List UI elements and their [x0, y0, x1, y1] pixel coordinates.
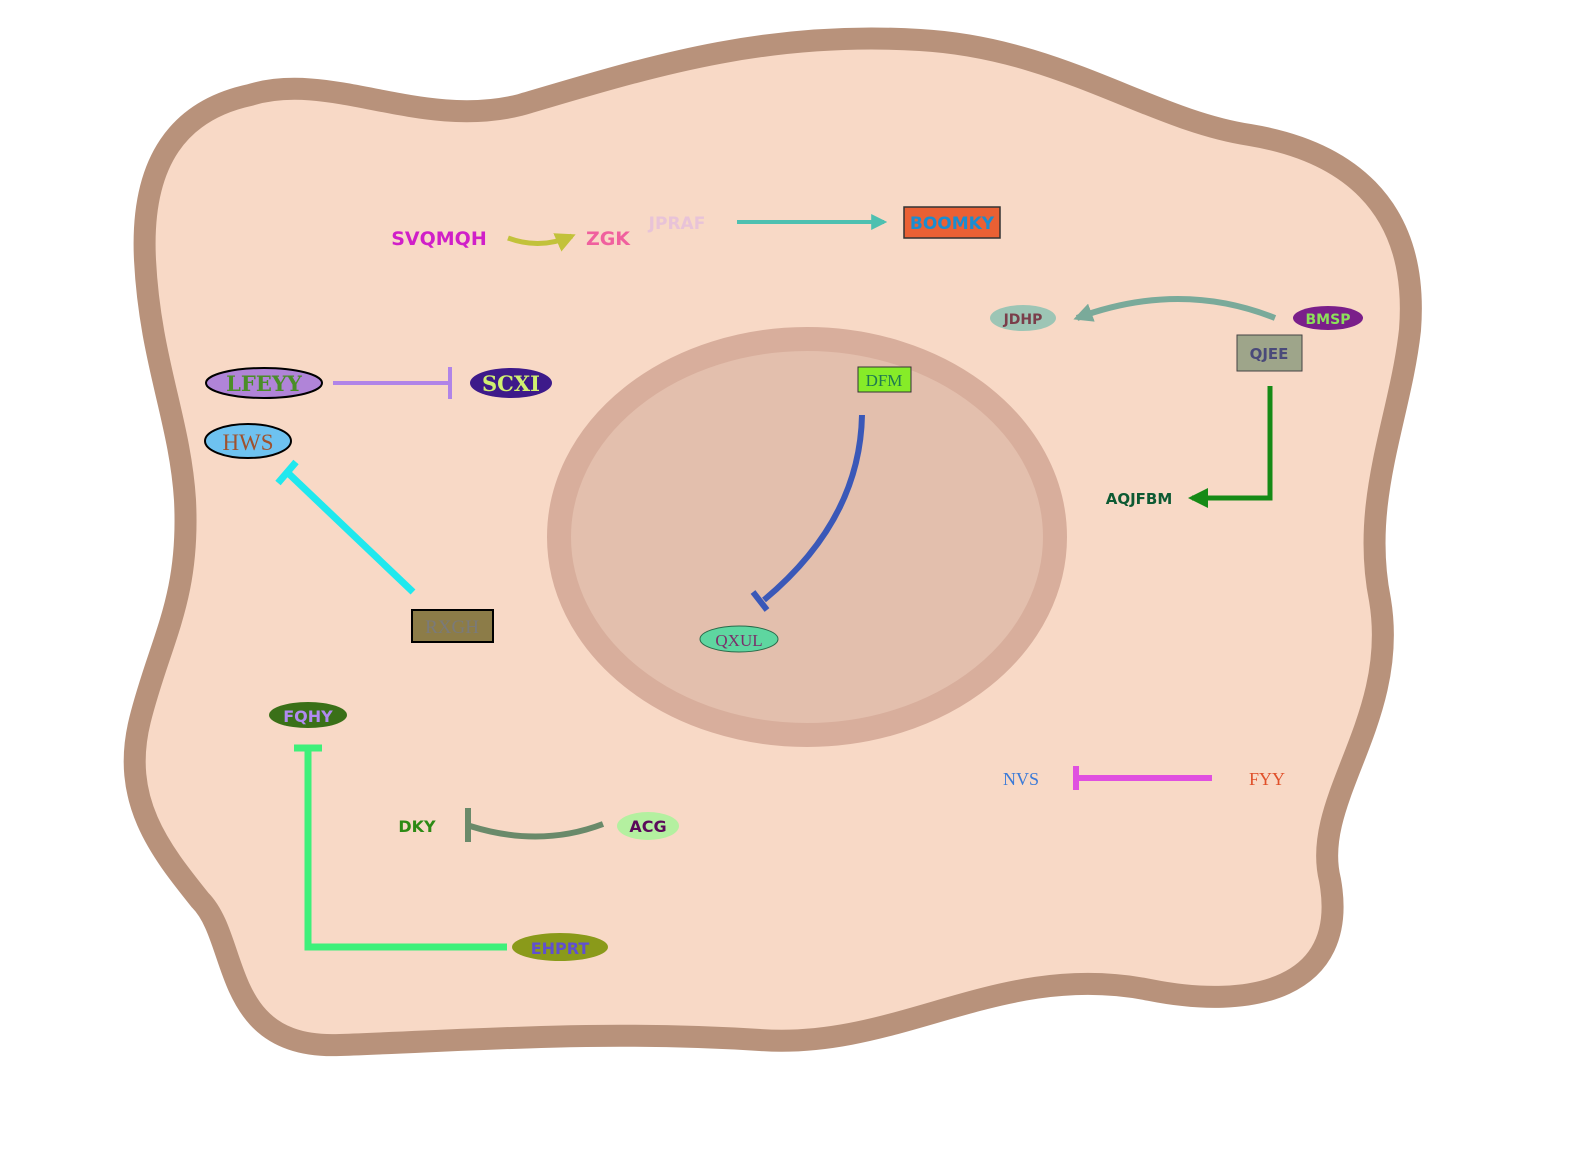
- node-scxi: SCXI: [470, 368, 552, 398]
- node-fyy: FYY: [1249, 769, 1285, 789]
- node-bmsp: BMSP: [1293, 306, 1363, 330]
- node-boomky: BOOMKY: [903, 206, 1001, 239]
- node-hws: HWS: [204, 423, 292, 459]
- svg-text:LFEYY: LFEYY: [226, 371, 303, 396]
- edge-dfm-qxul: [750, 414, 865, 612]
- svg-text:SCXI: SCXI: [482, 371, 540, 396]
- edge-rxgh-hws: [275, 459, 416, 595]
- svg-text:EHPRT: EHPRT: [531, 939, 590, 958]
- edge-fyy-nvs: [1073, 766, 1212, 790]
- svg-text:FQHY: FQHY: [283, 707, 333, 726]
- node-dky: DKY: [398, 817, 436, 836]
- svg-text:BMSP: BMSP: [1306, 312, 1351, 328]
- edge-acg-dky: [465, 808, 605, 842]
- edge-qjee-aqjfbm: [1188, 386, 1273, 508]
- node-svqmqh: SVQMQH: [391, 228, 487, 250]
- svg-text:JDHP: JDHP: [1003, 312, 1043, 328]
- node-acg: ACG: [617, 812, 679, 840]
- edge-bmsp-jdhp: [1073, 296, 1277, 322]
- svg-text:HWS: HWS: [222, 430, 273, 455]
- node-qjee: QJEE: [1236, 334, 1303, 372]
- svg-text:DFM: DFM: [866, 371, 903, 390]
- node-qxul: QXUL: [699, 625, 779, 653]
- node-rxgh: RXGH: [411, 609, 494, 643]
- edge-ehprt-fqhy: [294, 744, 507, 951]
- edge-lfeyy-scxi: [333, 367, 452, 399]
- node-fqhy: FQHY: [269, 702, 347, 728]
- node-nvs: NVS: [1003, 769, 1039, 789]
- node-zgk: ZGK: [586, 228, 631, 250]
- svg-text:QJEE: QJEE: [1250, 345, 1289, 363]
- node-ehprt: EHPRT: [512, 933, 608, 961]
- node-jdhp: JDHP: [990, 305, 1056, 331]
- node-jpraf: JPRAF: [648, 214, 706, 234]
- svg-text:BOOMKY: BOOMKY: [910, 214, 995, 234]
- edge-svqmqh-zgk: [507, 233, 576, 252]
- node-aqjfbm: AQJFBM: [1106, 490, 1173, 508]
- svg-text:RXGH: RXGH: [425, 617, 479, 638]
- svg-text:QXUL: QXUL: [715, 631, 762, 650]
- nucleus: [547, 327, 1067, 747]
- node-lfeyy: LFEYY: [205, 367, 323, 399]
- node-dfm: DFM: [857, 366, 912, 393]
- svg-text:ACG: ACG: [629, 817, 666, 836]
